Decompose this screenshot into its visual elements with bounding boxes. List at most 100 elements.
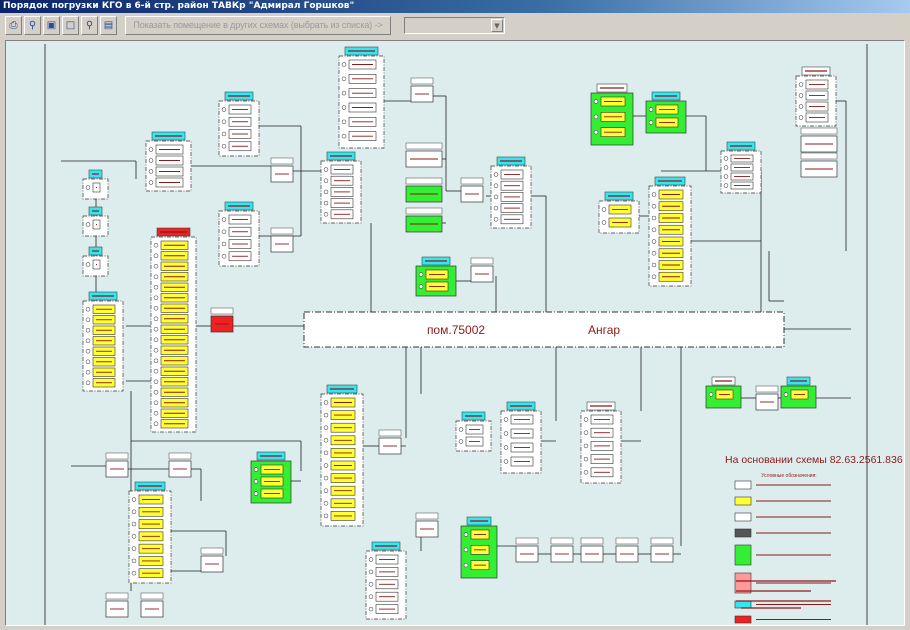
transfer-point[interactable]	[755, 385, 779, 411]
equipment-group[interactable]	[705, 376, 742, 409]
point-header	[270, 227, 294, 235]
print-icon[interactable]: ⎙	[5, 16, 22, 35]
hangar-room[interactable]: пом.75002 Ангар	[303, 311, 785, 348]
point-header	[105, 452, 129, 460]
equipment-group[interactable]	[320, 151, 362, 224]
equipment-group[interactable]	[128, 481, 172, 584]
legend-swatch	[734, 512, 752, 522]
item-marker-icon	[798, 104, 804, 109]
transfer-point[interactable]	[415, 512, 439, 538]
transfer-point[interactable]	[800, 152, 838, 178]
item-marker-icon	[153, 411, 159, 416]
room-select[interactable]: ▼	[404, 17, 505, 34]
equipment-group[interactable]	[218, 201, 260, 267]
item-marker-icon	[131, 509, 137, 515]
equipment-group[interactable]	[415, 256, 457, 297]
transfer-point[interactable]	[270, 227, 294, 253]
item-marker-icon	[463, 562, 469, 568]
item-marker-icon	[85, 338, 91, 343]
window-icon[interactable]: ▤	[100, 16, 117, 35]
transfer-point[interactable]	[470, 257, 494, 283]
equipment-group[interactable]	[780, 376, 817, 409]
item-marker-icon	[601, 220, 607, 225]
equipment-group[interactable]	[82, 246, 109, 277]
legend-swatch	[734, 480, 752, 490]
transfer-point[interactable]	[515, 537, 539, 563]
legend-item	[734, 496, 831, 506]
equipment-group[interactable]	[82, 291, 124, 392]
transfer-point[interactable]	[410, 77, 434, 103]
item-marker-icon	[503, 445, 509, 450]
item-marker-icon	[148, 147, 154, 152]
legend-item	[734, 615, 831, 624]
equipment-group[interactable]	[82, 206, 109, 237]
equipment-group[interactable]	[250, 451, 292, 504]
item-marker-icon	[323, 488, 329, 493]
transfer-point[interactable]	[405, 207, 443, 233]
hangar-box[interactable]	[303, 311, 785, 348]
zoom-region-icon[interactable]: ⚲	[81, 16, 98, 35]
equipment-group[interactable]	[490, 156, 532, 229]
equipment-group[interactable]	[150, 227, 197, 433]
item-marker-icon	[153, 253, 159, 258]
legend-swatch	[734, 615, 752, 624]
transfer-point[interactable]	[550, 537, 574, 563]
equipment-group[interactable]	[795, 66, 837, 127]
equipment-group[interactable]	[82, 169, 109, 200]
transfer-point[interactable]	[615, 537, 639, 563]
transfer-point[interactable]	[378, 429, 402, 455]
transfer-point[interactable]	[580, 537, 604, 563]
transfer-point[interactable]	[210, 307, 234, 333]
item-marker-icon	[341, 119, 347, 125]
equipment-group[interactable]	[218, 91, 260, 157]
item-marker-icon	[253, 491, 259, 496]
equipment-group[interactable]	[460, 516, 498, 579]
item-marker-icon	[131, 534, 137, 539]
equipment-group[interactable]	[365, 541, 407, 620]
transfer-point[interactable]	[405, 142, 443, 168]
point-header	[470, 257, 494, 265]
item-marker-icon	[85, 328, 91, 333]
transfer-point[interactable]	[168, 452, 192, 478]
point-header	[580, 537, 604, 545]
actual-size-icon[interactable]: □	[62, 16, 79, 35]
item-marker-icon	[798, 93, 804, 98]
basis-note: На основании схемы 82.63.2561.836	[725, 454, 903, 466]
transfer-point[interactable]	[105, 452, 129, 478]
transfer-point[interactable]	[800, 127, 838, 153]
equipment-group[interactable]	[648, 176, 692, 287]
point-header	[410, 77, 434, 85]
show-room-button[interactable]: Показать помещение в других схемах (выбр…	[125, 16, 391, 35]
transfer-point[interactable]	[140, 592, 164, 618]
equipment-group[interactable]	[720, 141, 762, 194]
transfer-point[interactable]	[105, 592, 129, 618]
zoom-icon[interactable]: ⚲	[24, 16, 41, 35]
chevron-down-icon[interactable]: ▼	[491, 19, 503, 32]
equipment-group[interactable]	[598, 191, 640, 234]
equipment-group[interactable]	[500, 401, 542, 474]
item-marker-icon	[583, 443, 589, 449]
equipment-group[interactable]	[645, 91, 687, 134]
equipment-group[interactable]	[338, 46, 385, 149]
equipment-group[interactable]	[145, 131, 192, 192]
legend-swatch	[734, 544, 752, 566]
transfer-point[interactable]	[270, 157, 294, 183]
transfer-point[interactable]	[405, 177, 443, 203]
equipment-group[interactable]	[580, 401, 622, 484]
diagram-canvas[interactable]: пом.75002 Ангар На основании схемы 82.63…	[5, 40, 905, 626]
fit-window-icon[interactable]: ▣	[43, 16, 60, 35]
item-marker-icon	[651, 239, 657, 244]
transfer-point[interactable]	[650, 537, 674, 563]
transfer-point[interactable]	[200, 547, 224, 573]
equipment-group[interactable]	[455, 411, 492, 452]
equipment-group[interactable]	[320, 384, 364, 527]
equipment-group[interactable]	[590, 83, 634, 146]
item-marker-icon	[131, 558, 137, 564]
item-marker-icon	[323, 425, 329, 430]
item-marker-icon	[323, 475, 329, 481]
item-marker-icon	[463, 547, 469, 553]
item-marker-icon	[153, 306, 159, 311]
item-marker-icon	[253, 479, 259, 484]
transfer-point[interactable]	[460, 177, 484, 203]
item-marker-icon	[323, 212, 329, 217]
